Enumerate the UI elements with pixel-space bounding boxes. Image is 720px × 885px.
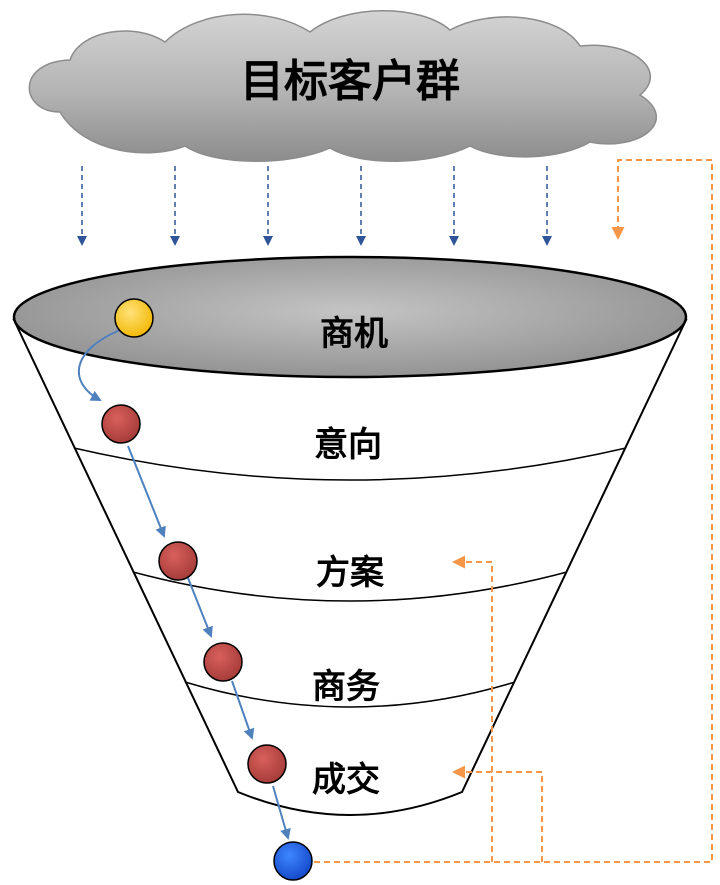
stage-label-4: 商务 <box>312 667 380 707</box>
lead-dot-stage-3 <box>158 541 198 581</box>
lead-dot-stage-4 <box>203 642 243 682</box>
stage-divider <box>132 571 568 602</box>
cloud-title: 目标客户群 <box>240 56 460 107</box>
lead-dot-new <box>114 298 154 338</box>
lead-dot-stage-2 <box>101 404 141 444</box>
feedback-arrow-to-deal <box>452 765 543 862</box>
customer-dot-output <box>273 841 313 881</box>
stage-label-5: 成交 <box>312 760 380 800</box>
cloud-shape <box>28 10 657 162</box>
stage-divider <box>73 447 627 481</box>
flow-arrow <box>77 329 121 401</box>
feedback-loops <box>314 159 713 863</box>
stage-label-2: 意向 <box>314 425 382 465</box>
stage-label-1: 商机 <box>320 314 388 354</box>
lead-dots <box>101 298 313 881</box>
funnel-top <box>12 255 688 379</box>
flow-arrow <box>272 785 291 840</box>
progress-arrows <box>77 329 291 840</box>
flow-arrow <box>187 577 213 638</box>
feedback-arrow-to-top <box>314 159 713 863</box>
inflow-arrows <box>77 166 552 246</box>
lead-dot-stage-5 <box>247 744 287 784</box>
sales-funnel: 商机 意向 方案 商务 成交 <box>12 255 688 816</box>
target-customers-cloud: 目标客户群 <box>28 10 657 162</box>
flow-arrow <box>231 680 255 740</box>
flow-arrow <box>127 445 166 538</box>
stage-divider <box>184 681 516 708</box>
funnel-body <box>12 319 688 816</box>
stage-label-3: 方案 <box>316 553 385 593</box>
feedback-arrow-to-proposal <box>452 555 493 862</box>
